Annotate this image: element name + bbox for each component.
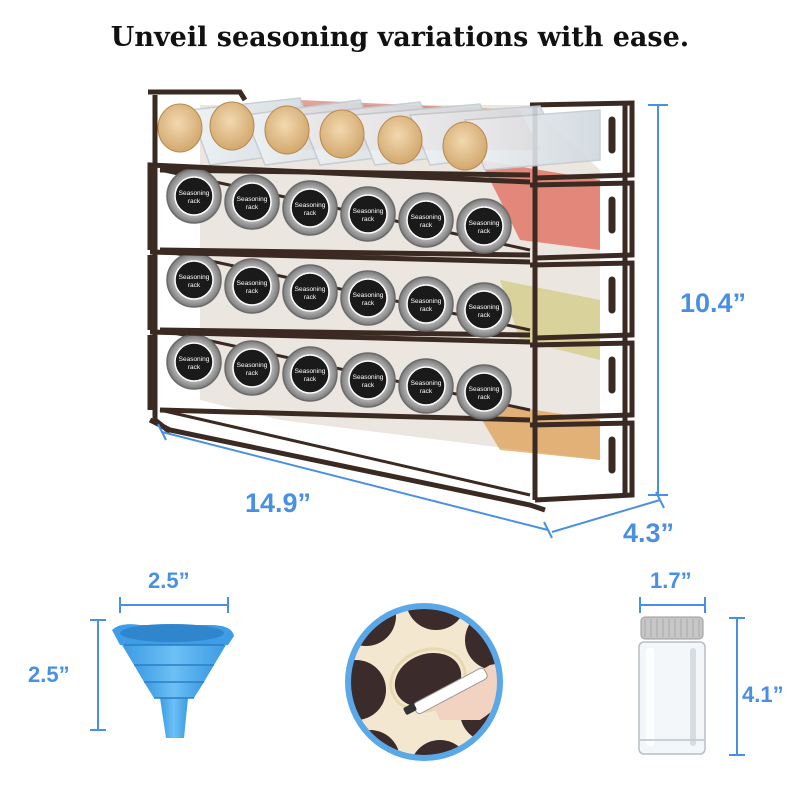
jar-lid-text: rack	[246, 370, 259, 377]
jar-lid-label	[232, 348, 272, 388]
jar-lid-text: rack	[420, 388, 433, 395]
jar-lid-text: Seasoning	[179, 190, 210, 197]
jar-lid-label	[174, 260, 214, 300]
jar-lid-text: Seasoning	[353, 374, 384, 381]
jar-lid-label	[290, 188, 330, 228]
jar-lid-text: rack	[188, 364, 201, 371]
jar-lid-text: Seasoning	[237, 280, 268, 287]
rack-depth-label: 4.3”	[623, 518, 675, 548]
jar-lid-text: rack	[188, 282, 201, 289]
jar-lid-text: rack	[304, 210, 317, 217]
jar-width-label: 1.7”	[650, 568, 692, 593]
jar-lid-text: rack	[362, 382, 375, 389]
jar-lid-text: Seasoning	[295, 368, 326, 375]
jar-lid-text: Seasoning	[295, 286, 326, 293]
jar-lid-label	[232, 266, 272, 306]
jar-height-label: 4.1”	[742, 682, 784, 707]
jar-lid-text: Seasoning	[469, 386, 500, 393]
jar-lid-text: Seasoning	[411, 214, 442, 221]
jar-lid-text: Seasoning	[411, 380, 442, 387]
jar-lid-label	[174, 342, 214, 382]
jar-lid-label	[464, 206, 504, 246]
rack-dimension-lines	[157, 104, 668, 539]
jar-lid-label	[348, 360, 388, 400]
jar-lid-label	[348, 194, 388, 234]
rack-height-label: 10.4”	[680, 288, 747, 318]
jar-lid-text: rack	[304, 294, 317, 301]
jar-lid-label	[348, 278, 388, 318]
jar-lid-text: Seasoning	[237, 196, 268, 203]
jar-lid-label	[406, 366, 446, 406]
jar-lid-text: Seasoning	[353, 208, 384, 215]
jar-lid-text: Seasoning	[237, 362, 268, 369]
headline: Unveil seasoning variations with ease.	[110, 22, 690, 53]
top-row-jars	[157, 97, 601, 171]
jar-lid-label	[232, 182, 272, 222]
jar-lid-text: rack	[246, 204, 259, 211]
jar-lid-text: rack	[362, 216, 375, 223]
jar-lid-text: Seasoning	[353, 292, 384, 299]
jar-lid-text: Seasoning	[469, 220, 500, 227]
jar-lid-label	[290, 354, 330, 394]
jar-lid-text: rack	[246, 288, 259, 295]
jar-lid-label	[174, 176, 214, 216]
rack-front-frame	[147, 162, 531, 434]
jar-lid-label	[464, 290, 504, 330]
jar-lid-label	[464, 372, 504, 412]
jar-lid-label	[406, 200, 446, 240]
jar-lid-label	[406, 284, 446, 324]
jar-lid-text: Seasoning	[179, 356, 210, 363]
jar-lid-text: Seasoning	[179, 274, 210, 281]
glass-jar	[638, 597, 745, 756]
jar-lid-text: rack	[362, 300, 375, 307]
funnel-width-label: 2.5”	[148, 568, 190, 593]
rack-width-label: 14.9”	[245, 488, 312, 518]
jar-lid-text: Seasoning	[411, 298, 442, 305]
jar-lid-text: Seasoning	[469, 304, 500, 311]
jar-lid-text: rack	[420, 222, 433, 229]
label-sticker-closeup	[345, 603, 503, 761]
jar-lid-text: rack	[188, 198, 201, 205]
jar-lid-text: Seasoning	[295, 202, 326, 209]
jar-lid-text: rack	[478, 312, 491, 319]
jar-lid-text: rack	[478, 394, 491, 401]
jar-lid-text: rack	[420, 306, 433, 313]
jar-lid-text: rack	[478, 228, 491, 235]
jar-lid-label	[290, 272, 330, 312]
jar-lid-text: rack	[304, 376, 317, 383]
collapsible-funnel	[90, 597, 234, 738]
funnel-height-label: 2.5”	[28, 662, 70, 687]
